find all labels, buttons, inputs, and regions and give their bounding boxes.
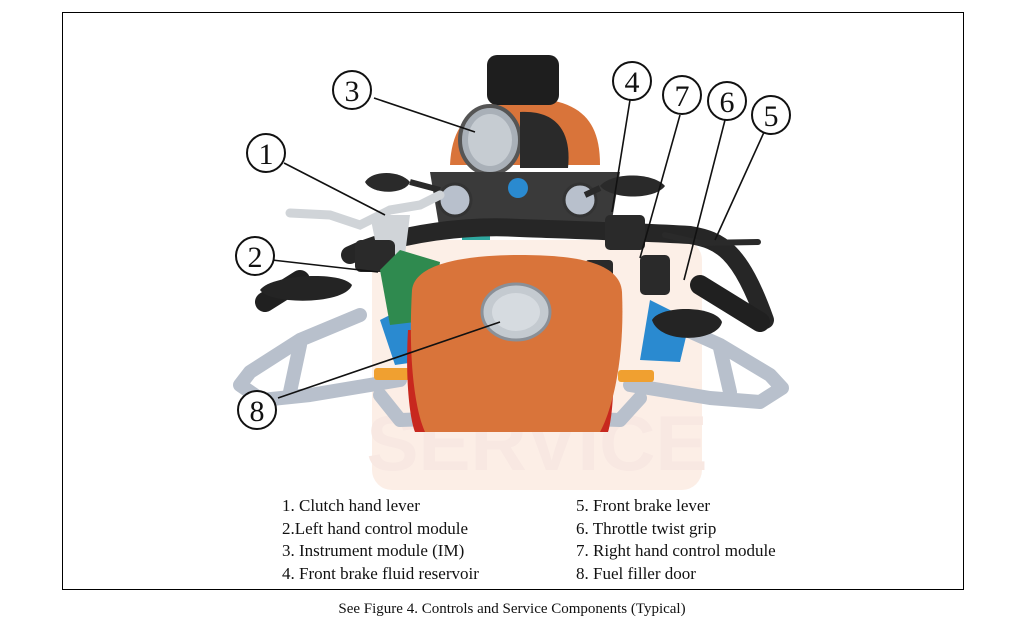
- steering-stem: [508, 178, 528, 198]
- callout-7: 7: [662, 75, 702, 115]
- legend-item: 1. Clutch hand lever: [282, 496, 420, 515]
- svg-text:1: 1: [259, 138, 274, 171]
- legend-right-column: 5. Front brake lever 6. Throttle twist g…: [576, 495, 776, 585]
- right-grip: [690, 275, 770, 332]
- legend-item: 8. Fuel filler door: [576, 563, 696, 583]
- instrument-dial: [468, 114, 512, 166]
- callout-8: 8: [237, 390, 277, 430]
- svg-text:4: 4: [625, 66, 640, 99]
- visor: [520, 111, 569, 168]
- fuel-tank: [410, 255, 623, 432]
- handlebar: [341, 218, 774, 329]
- svg-text:8: 8: [250, 395, 265, 428]
- left-control-module: [355, 240, 395, 272]
- callout-6: 6: [707, 81, 747, 121]
- guard-mounts: [374, 368, 654, 382]
- callout-1: 1: [246, 133, 286, 173]
- legend-item: 3. Instrument module (IM): [282, 541, 465, 560]
- mirror-stems: [409, 179, 602, 198]
- legend-item: 7. Right hand control module: [576, 541, 776, 560]
- legend-item: 2.Left hand control module: [282, 518, 469, 538]
- callout-4: 4: [612, 61, 652, 101]
- svg-text:5: 5: [764, 100, 779, 133]
- fork-top: [487, 55, 559, 105]
- legend-item: 4. Front brake fluid reservoir: [282, 563, 479, 583]
- clutch-lever: [285, 190, 445, 230]
- callout-2: 2: [235, 236, 275, 276]
- right-turn-signal: [652, 308, 722, 338]
- left-mirror: [365, 173, 410, 192]
- svg-text:3: 3: [345, 75, 360, 108]
- left-gauge: [437, 182, 473, 218]
- leader-lines: [271, 97, 766, 399]
- svg-text:7: 7: [675, 80, 690, 113]
- callout-3: 3: [332, 70, 372, 110]
- legend-left-column: 1. Clutch hand lever 2.Left hand control…: [282, 495, 479, 585]
- left-turn-signal: [260, 275, 352, 301]
- svg-text:2: 2: [248, 241, 263, 274]
- svg-text:6: 6: [720, 86, 735, 119]
- front-brake-lever: [662, 232, 761, 247]
- legend-item: 5. Front brake lever: [576, 496, 711, 515]
- throttle-housing: [640, 255, 670, 295]
- right-control-module: [605, 215, 645, 250]
- fuel-filler-inner: [492, 293, 540, 331]
- figure-caption: See Figure 4. Controls and Service Compo…: [338, 601, 686, 617]
- callout-5: 5: [751, 95, 791, 135]
- legend-item: 6. Throttle twist grip: [576, 518, 717, 538]
